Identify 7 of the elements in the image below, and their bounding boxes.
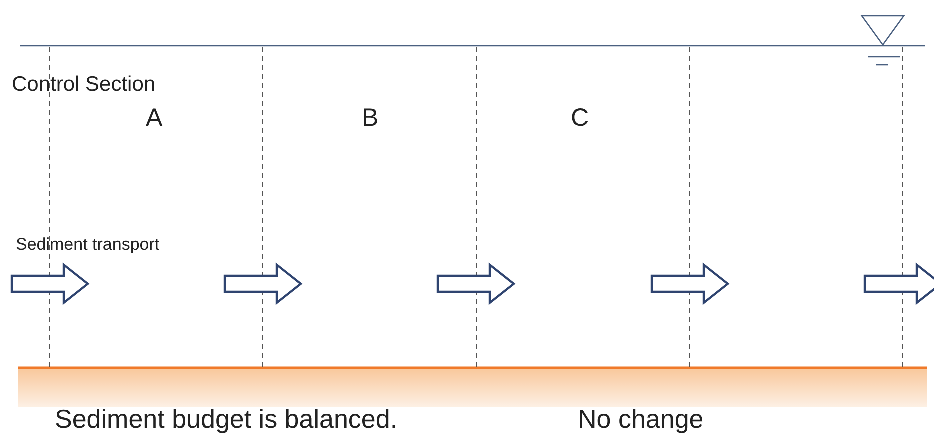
section-letter: B (362, 106, 379, 131)
flow-label: Sediment transport (16, 236, 160, 253)
result-note: No change (578, 406, 704, 432)
section-letter: A (146, 106, 163, 131)
result-note: Sediment budget is balanced. (55, 406, 398, 432)
section-letter: C (571, 106, 590, 131)
section-title: Control Section (12, 74, 156, 95)
